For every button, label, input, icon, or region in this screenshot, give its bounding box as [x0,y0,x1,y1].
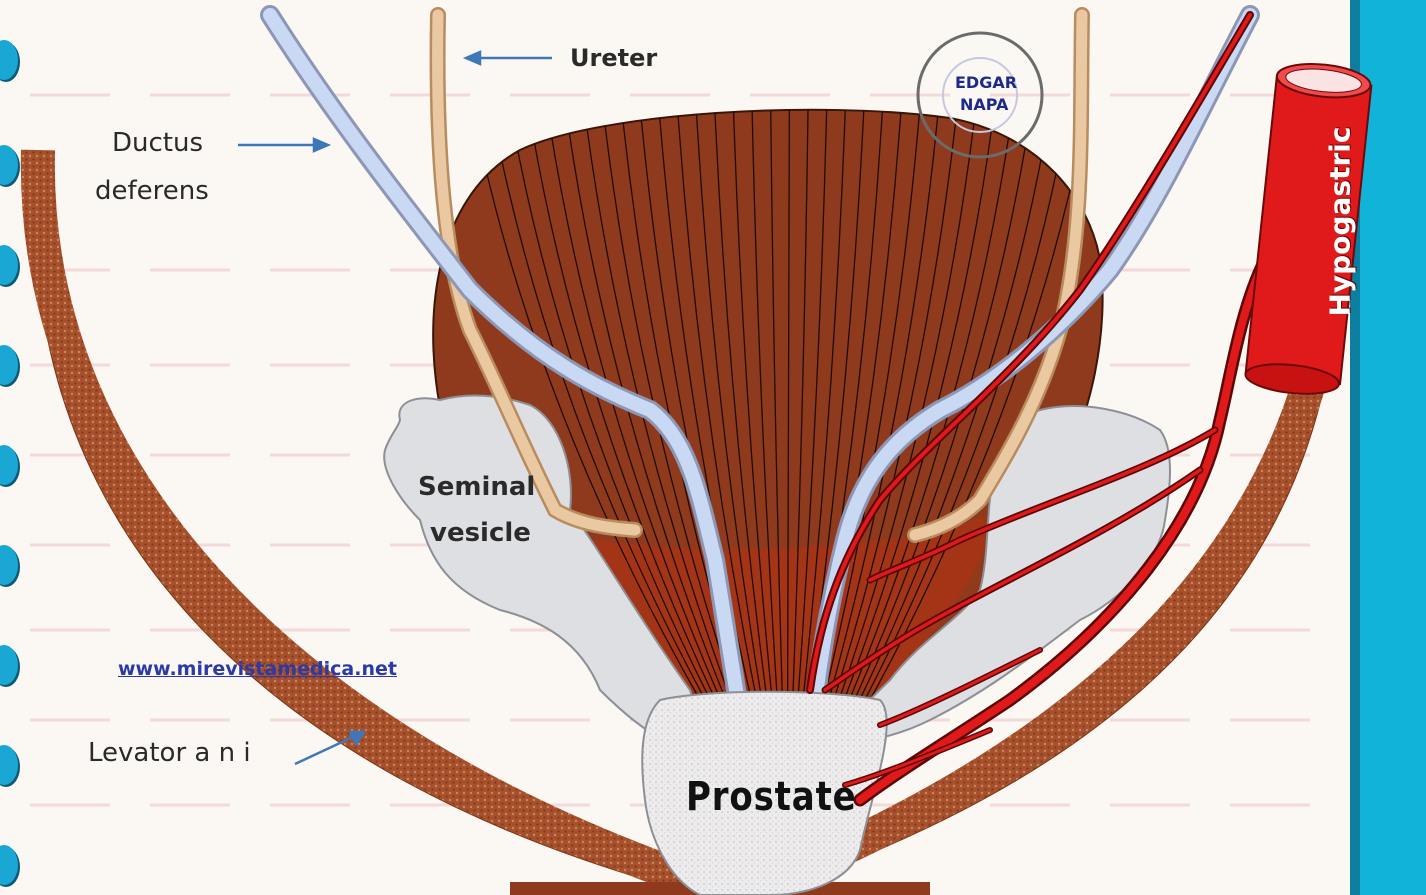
ureter-label: Ureter [570,44,657,72]
prostate-label: Prostate [686,774,857,820]
watermark-seal-line1: EDGAR [955,73,1017,92]
ductus-deferens-label-line2: deferens [95,176,209,206]
levator-ani-label: Levator a n i [88,738,251,768]
watermark-link[interactable]: www.mirevistamedica.net [118,658,397,680]
levator-arrow [295,736,355,764]
ductus-arrowhead [314,139,328,151]
watermark-seal-line2: NAPA [960,95,1008,114]
ureter-arrowhead [466,52,480,64]
seminal-vesicle-label-line2: vesicle [430,518,531,548]
hypogastric-label: Hypogastric [1324,137,1357,317]
ductus-deferens-label-line1: Ductus [112,128,203,158]
seminal-vesicle-label-line1: Seminal [418,472,535,502]
